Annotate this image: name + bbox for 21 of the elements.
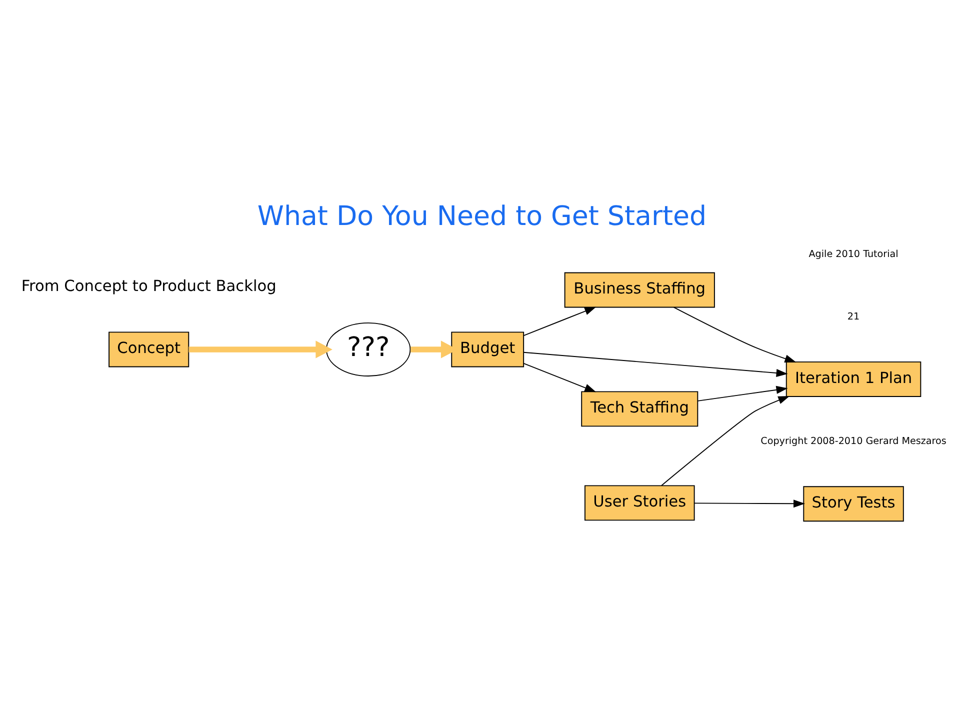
arrow [697,386,788,402]
arrow [188,340,332,358]
node-box: Tech Staffing [581,391,698,427]
arrow [694,500,806,508]
label: Copyright 2008-2010 Gerard Meszaros [760,436,946,447]
arrow [661,396,790,486]
diagram-title: What Do You Need to Get Started [257,201,707,232]
node-box: Business Staffing [564,272,715,308]
arrow [673,306,796,363]
label: 21 [847,311,860,322]
label: Agile 2010 Tutorial [808,248,898,260]
node-box: Iteration 1 Plan [786,361,922,397]
arrow [523,352,788,377]
node-box: Story Tests [803,486,904,522]
node-ellipse: ??? [326,322,411,376]
node-box: Concept [108,332,190,368]
node-box: Budget [451,332,524,368]
arrow [523,306,596,336]
label: From Concept to Product Backlog [21,276,276,295]
arrow [523,362,596,392]
node-box: User Stories [584,485,695,521]
